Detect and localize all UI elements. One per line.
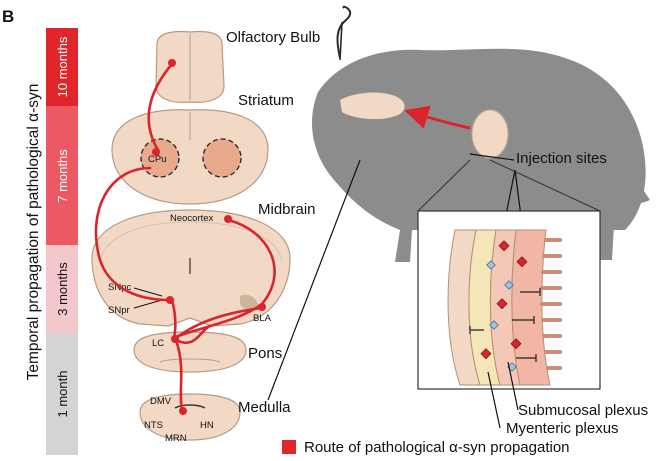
band-label-7-months: 7 months xyxy=(55,149,70,203)
legend-label: Route of pathological α-syn propagation xyxy=(304,439,570,456)
pons-label: Pons xyxy=(248,345,282,362)
striatum-section xyxy=(112,110,268,204)
legend: Route of pathological α-syn propagation xyxy=(282,439,570,456)
band-label-1-month: 1 month xyxy=(55,371,70,418)
olfactory-bulb-label: Olfactory Bulb xyxy=(226,29,320,46)
lc-label: LC xyxy=(152,338,164,349)
y-axis-label: Temporal propagation of pathological α-s… xyxy=(25,84,42,381)
hn-label: HN xyxy=(200,420,214,431)
striatum-label: Striatum xyxy=(238,92,294,109)
midbrain-label: Midbrain xyxy=(258,201,316,218)
band-label-10-months: 10 months xyxy=(55,36,70,97)
olfactory-bulb-section xyxy=(156,32,224,103)
submucosal-plexus-label: Submucosal plexus xyxy=(518,402,648,419)
mrn-label: MRN xyxy=(165,433,187,444)
legend-swatch xyxy=(282,440,296,454)
injection-sites-label: Injection sites xyxy=(516,150,607,167)
band-label-3-months: 3 months xyxy=(55,262,70,316)
dmv-label: DMV xyxy=(150,396,172,407)
time-band-bar: 10 months 7 months 3 months 1 month xyxy=(46,28,78,455)
bla-label: BLA xyxy=(253,313,272,324)
snpr-label: SNpr xyxy=(108,305,130,316)
pons-section xyxy=(134,332,246,372)
neocortex-label: Neocortex xyxy=(170,213,214,224)
myenteric-plexus-label: Myenteric plexus xyxy=(506,420,619,437)
medulla-label: Medulla xyxy=(238,399,291,416)
panel-letter: B xyxy=(2,7,14,26)
nts-label: NTS xyxy=(144,420,163,431)
